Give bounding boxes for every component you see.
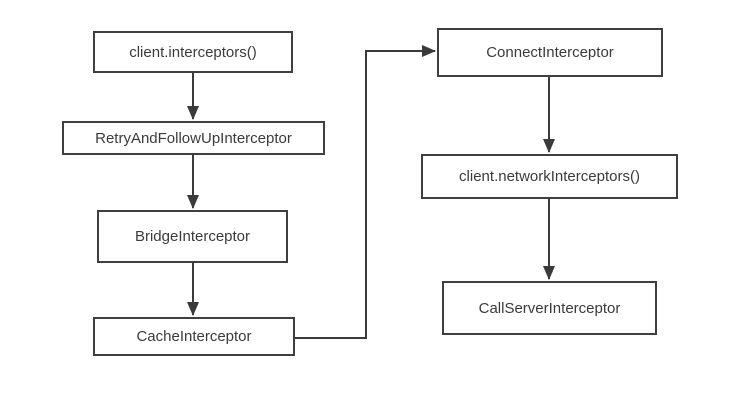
node-client-interceptors-label: client.interceptors() xyxy=(129,43,257,61)
node-cache-interceptor: CacheInterceptor xyxy=(93,317,295,356)
arrow-cache-to-connect xyxy=(295,45,436,339)
node-bridge-interceptor: BridgeInterceptor xyxy=(97,210,288,263)
node-client-network-interceptors-label: client.networkInterceptors() xyxy=(459,168,640,185)
node-connect-interceptor-label: ConnectInterceptor xyxy=(486,44,614,61)
node-client-interceptors: client.interceptors() xyxy=(93,31,293,73)
node-bridge-interceptor-label: BridgeInterceptor xyxy=(134,228,251,245)
node-retry-and-follow-up-interceptor: RetryAndFollowUpInterceptor xyxy=(62,121,325,155)
node-cache-interceptor-label: CacheInterceptor xyxy=(136,328,252,345)
node-connect-interceptor: ConnectInterceptor xyxy=(437,28,663,77)
node-call-server-interceptor: CallServerInterceptor xyxy=(442,281,657,335)
node-retry-and-follow-up-interceptor-label: RetryAndFollowUpInterceptor xyxy=(95,129,292,147)
node-client-network-interceptors: client.networkInterceptors() xyxy=(421,154,678,199)
node-call-server-interceptor-label: CallServerInterceptor xyxy=(478,299,621,317)
